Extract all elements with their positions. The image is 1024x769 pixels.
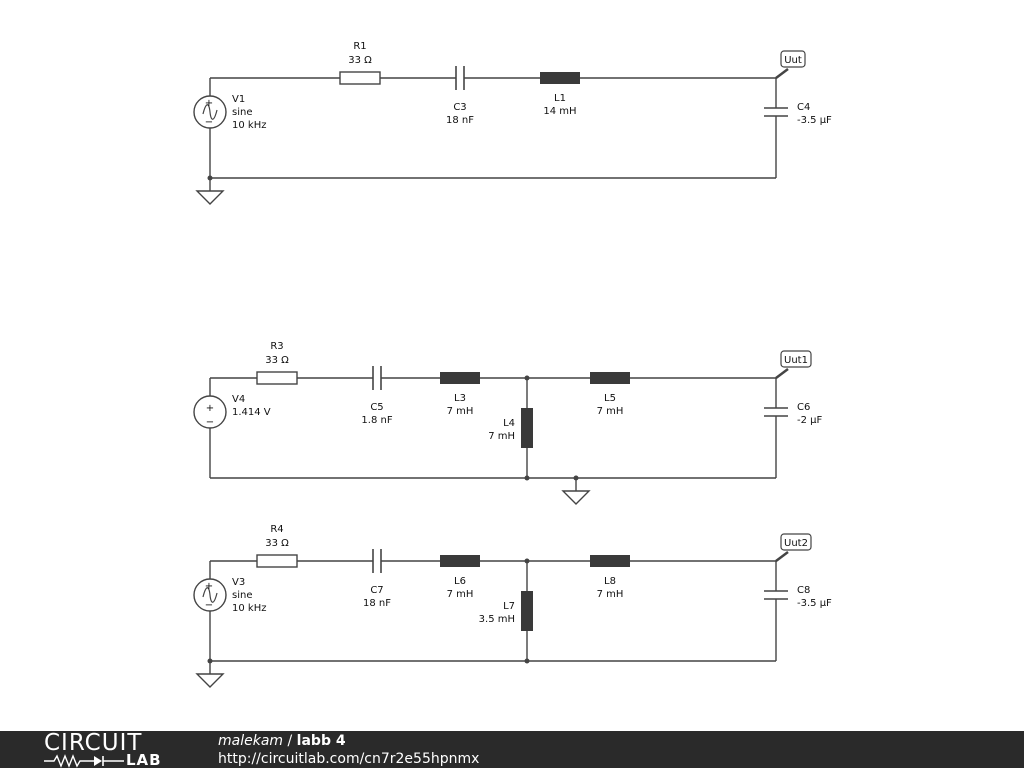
probe-label-box xyxy=(780,350,812,368)
dc-voltage-source-icon xyxy=(193,395,227,429)
inductor-icon xyxy=(590,555,630,567)
inductor-value: 3.5 mH xyxy=(479,614,515,625)
source-name: V1 xyxy=(232,94,245,105)
ground-icon xyxy=(561,490,591,505)
source-frequency: 10 kHz xyxy=(232,120,266,131)
minus-sign: − xyxy=(206,417,214,428)
capacitor-value: 18 nF xyxy=(446,115,474,126)
inductor-value: 7 mH xyxy=(447,406,474,417)
probe-pointer xyxy=(775,368,789,379)
inductor-value: 7 mH xyxy=(597,406,624,417)
circuit-url[interactable]: http://circuitlab.com/cn7r2e55hpnmx xyxy=(218,751,480,767)
probe-label-box xyxy=(780,533,812,551)
schematic-canvas: + − V1 sine 10 kHz R1 33 Ω C3 18 nF L1 14 mH C4 -3.5… xyxy=(193,41,832,688)
inductor-name: L4 xyxy=(503,418,515,429)
circuit-title[interactable]: labb 4 xyxy=(296,733,346,749)
inductor-icon xyxy=(540,72,580,84)
inductor-name: L5 xyxy=(604,393,616,404)
source-frequency: 10 kHz xyxy=(232,603,266,614)
circuitlab-logo[interactable]: CIRCUIT xyxy=(44,730,143,756)
voltage-probe: Uut xyxy=(780,50,806,68)
capacitor-value: 18 nF xyxy=(363,598,391,609)
author-link[interactable]: malekam xyxy=(218,733,284,749)
circuit-info: malekam / labb 4 http://circuitlab.com/c… xyxy=(218,732,479,768)
probe-label-box xyxy=(780,50,806,68)
resistor-value: 33 Ω xyxy=(265,538,289,549)
ground-icon xyxy=(195,190,225,205)
capacitor-name: C3 xyxy=(453,102,466,113)
output-capacitor-value: -2 µF xyxy=(797,415,823,426)
resistor-icon xyxy=(256,371,298,385)
probe-pointer xyxy=(775,551,789,562)
inductor-name: L6 xyxy=(454,576,466,587)
inductor-name: L7 xyxy=(503,601,515,612)
source-name: V3 xyxy=(232,577,245,588)
sine-wave-icon xyxy=(202,104,218,120)
capacitor-name: C5 xyxy=(370,402,383,413)
capacitor-name: C7 xyxy=(370,585,383,596)
footer-bar: CIRCUIT LAB malekam / labb 4 http://circ… xyxy=(0,731,1024,768)
output-capacitor-value: -3.5 µF xyxy=(797,598,832,609)
probe-label: Uut2 xyxy=(784,538,808,549)
circuit-2: + − V4 1.414 V R3 33 Ω C5 1.8 nF L3 7 mH L5 7 mH L4 7… xyxy=(193,341,823,505)
output-capacitor-name: C4 xyxy=(797,102,810,113)
probe-label: Uut xyxy=(784,55,802,66)
probe-pointer xyxy=(775,68,789,79)
minus-sign: − xyxy=(205,117,213,128)
inductor-name: L3 xyxy=(454,393,466,404)
inductor-icon xyxy=(590,372,630,384)
circuit-3: + − V3 sine 10 kHz R4 33 Ω C7 18 nF L6 7 mH L8 7 mH L… xyxy=(193,524,832,688)
capacitor-value: 1.8 nF xyxy=(361,415,392,426)
output-capacitor-value: -3.5 µF xyxy=(797,115,832,126)
source-value: 1.414 V xyxy=(232,407,271,418)
sine-wave-icon xyxy=(202,587,218,603)
plus-sign: + xyxy=(206,403,214,414)
inductor-name: L8 xyxy=(604,576,616,587)
inductor-icon xyxy=(521,591,533,631)
inductor-icon xyxy=(521,408,533,448)
inductor-value: 7 mH xyxy=(597,589,624,600)
resistor-icon xyxy=(256,554,298,568)
voltage-probe: Uut1 xyxy=(780,350,812,368)
source-value: sine xyxy=(232,590,252,601)
inductor-name: L1 xyxy=(554,93,566,104)
output-capacitor-name: C8 xyxy=(797,585,810,596)
inductor-value: 14 mH xyxy=(543,106,576,117)
probe-label: Uut1 xyxy=(784,355,808,366)
source-name: V4 xyxy=(232,394,245,405)
inductor-icon xyxy=(440,555,480,567)
ground-icon xyxy=(195,673,225,688)
inductor-icon xyxy=(440,372,480,384)
logo-resistor-diode-icon xyxy=(44,754,124,768)
resistor-icon xyxy=(339,71,381,85)
circuitlab-logo-lab: LAB xyxy=(126,751,162,769)
resistor-name: R4 xyxy=(270,524,283,535)
minus-sign: − xyxy=(205,600,213,611)
title-separator: / xyxy=(283,733,297,749)
source-value: sine xyxy=(232,107,252,118)
resistor-name: R3 xyxy=(270,341,283,352)
inductor-value: 7 mH xyxy=(488,431,515,442)
plus-sign: + xyxy=(205,581,213,592)
plus-sign: + xyxy=(205,98,213,109)
resistor-value: 33 Ω xyxy=(265,355,289,366)
inductor-value: 7 mH xyxy=(447,589,474,600)
output-capacitor-name: C6 xyxy=(797,402,810,413)
circuit-1: + − V1 sine 10 kHz R1 33 Ω C3 18 nF L1 14 mH C4 -3.5… xyxy=(193,41,832,205)
voltage-probe: Uut2 xyxy=(780,533,812,551)
resistor-name: R1 xyxy=(353,41,366,52)
resistor-value: 33 Ω xyxy=(348,55,372,66)
